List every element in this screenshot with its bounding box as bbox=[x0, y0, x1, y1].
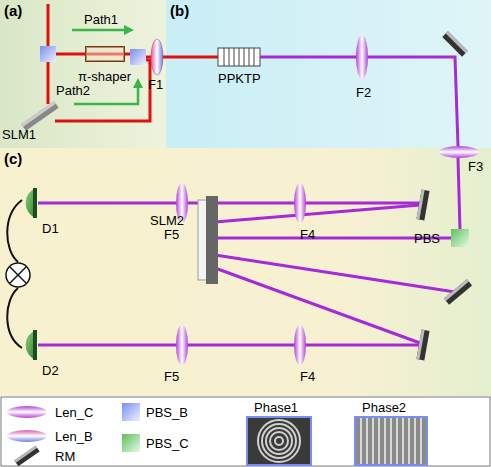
component-label: F4 bbox=[300, 370, 315, 383]
legend-text: Len_C bbox=[55, 406, 93, 419]
legend-text: RM bbox=[55, 450, 75, 463]
legend-text: Len_B bbox=[55, 430, 93, 443]
legend-text: PBS_C bbox=[146, 437, 189, 450]
panel-label: (b) bbox=[166, 0, 193, 21]
component-label: Phase1 bbox=[254, 401, 298, 414]
panel-label: (c) bbox=[0, 148, 26, 169]
panel: (c) bbox=[0, 148, 491, 396]
component-label: Path2 bbox=[56, 84, 90, 97]
component-label: F4 bbox=[300, 228, 315, 241]
component-label: SLM1 bbox=[2, 128, 36, 141]
component-label: Path1 bbox=[84, 13, 118, 26]
component-label: D2 bbox=[42, 364, 59, 377]
component-label: D1 bbox=[42, 222, 59, 235]
component-label: PBS bbox=[414, 232, 440, 245]
component-label: F5 bbox=[164, 370, 179, 383]
component-label: F1 bbox=[148, 78, 163, 91]
legend-text: PBS_B bbox=[146, 406, 188, 419]
component-label: PPKTP bbox=[218, 72, 261, 85]
component-label: F3 bbox=[468, 160, 483, 173]
panel-label: (a) bbox=[0, 0, 26, 21]
component-label: Phase2 bbox=[362, 401, 406, 414]
component-label: SLM2 bbox=[150, 214, 184, 227]
component-label: π-shaper bbox=[78, 70, 131, 83]
component-label: F5 bbox=[164, 228, 179, 241]
component-label: F2 bbox=[356, 86, 371, 99]
panel: (b) bbox=[166, 0, 491, 148]
